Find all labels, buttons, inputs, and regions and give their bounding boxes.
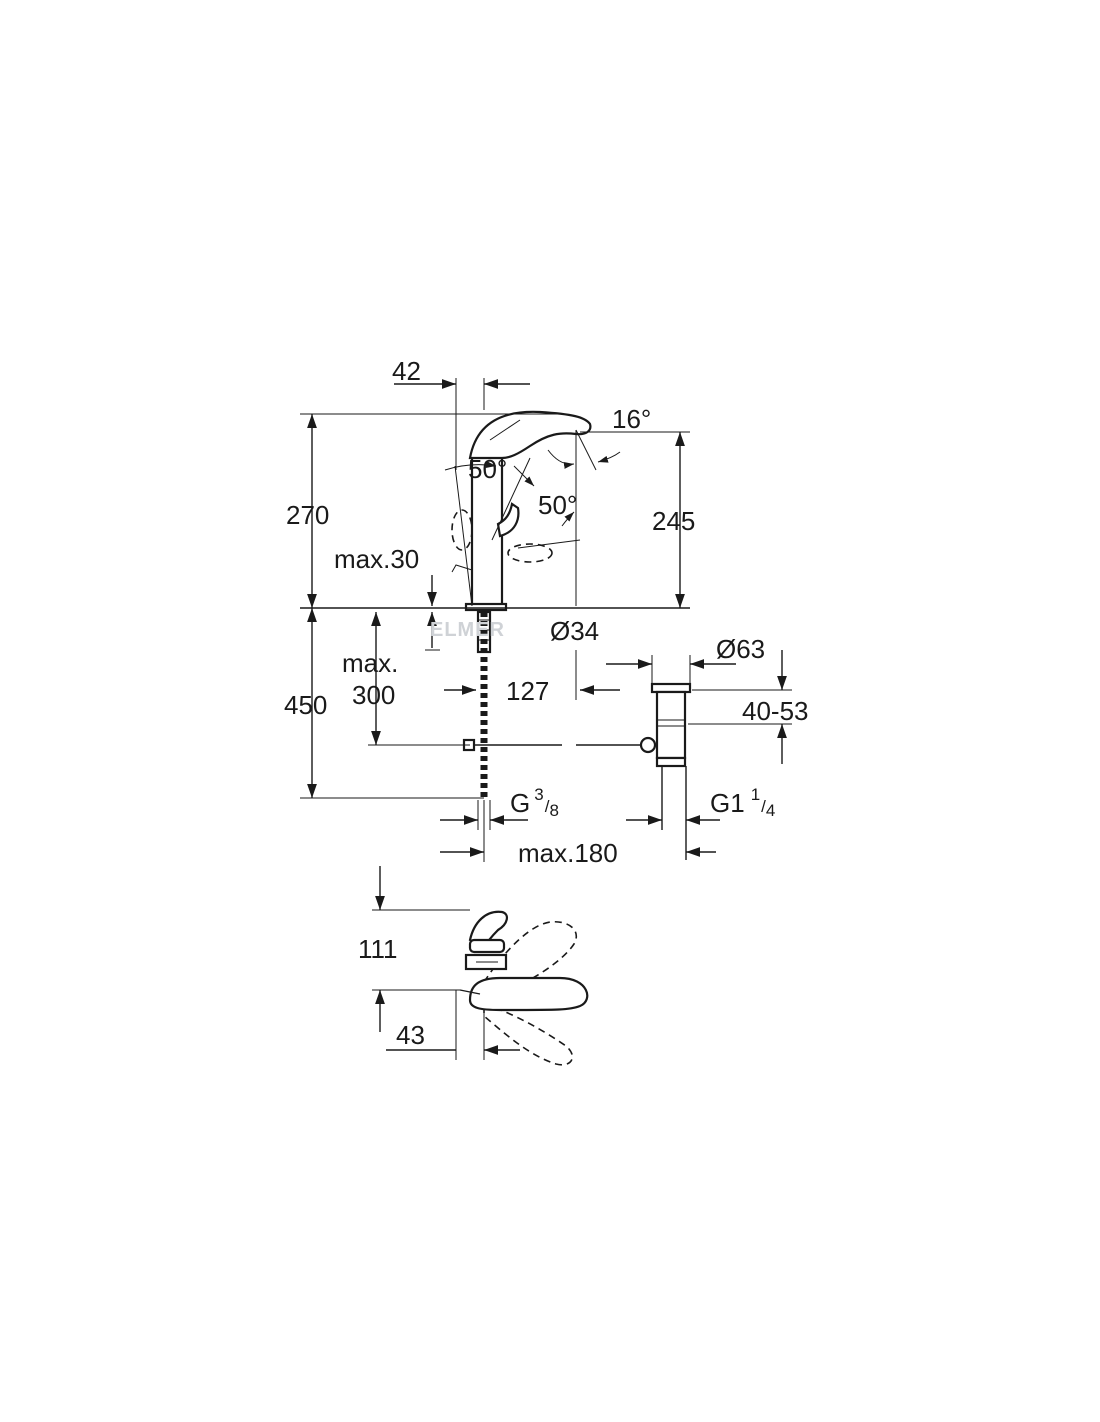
watermark: ELMER [430,619,505,641]
label-lever-angle-right: 50° [538,490,577,520]
label-max-below: max. [342,648,398,678]
label-top-view-height: 111 [358,934,398,964]
faucet-top-view [372,866,589,1066]
label-below-height: 450 [284,690,327,720]
waste-body [655,690,687,760]
supply-thread-main: G [510,788,530,818]
supply-thread-sep: / [545,797,550,816]
label-spout-angle: 16° [612,404,651,434]
waste-flange [650,682,692,694]
label-max-waste-reach: max.180 [518,838,618,868]
waste-thread-num: 1 [751,785,760,804]
supply-thread-den: 8 [549,801,558,820]
label-total-height: 270 [286,500,329,530]
lever-position-right [507,543,553,563]
waste-assembly [639,682,692,860]
label-top-width: 42 [392,356,421,386]
label-waste-thread: G1 1/4 [710,785,775,820]
waste-thread-main: G1 [710,788,745,818]
faucet-spout [468,410,592,460]
lever-position-left [451,509,473,551]
waste-thread-sep: / [761,797,766,816]
label-lever-angle-left: 50° [468,454,507,484]
label-top-view-width: 43 [396,1020,425,1050]
label-spout-height: 245 [652,506,695,536]
dimension-lines [300,378,792,862]
faucet-base [464,602,508,612]
label-base-diameter: Ø34 [550,616,599,646]
faucet-lever [496,502,520,538]
label-waste-offset: 127 [506,676,549,706]
lever-swing-lower [483,1002,574,1066]
top-lever [468,976,589,1012]
waste-thread-den: 4 [766,801,775,820]
supply-thread-num: 3 [534,785,543,804]
label-max-deck: max.30 [334,544,419,574]
label-max-below-value: 300 [352,680,395,710]
dimension-labels: 42 16° 50° 50° 270 245 max.30 Ø34 max. 3… [284,356,809,1050]
label-waste-range: 40-53 [742,696,809,726]
label-waste-diameter: Ø63 [716,634,765,664]
